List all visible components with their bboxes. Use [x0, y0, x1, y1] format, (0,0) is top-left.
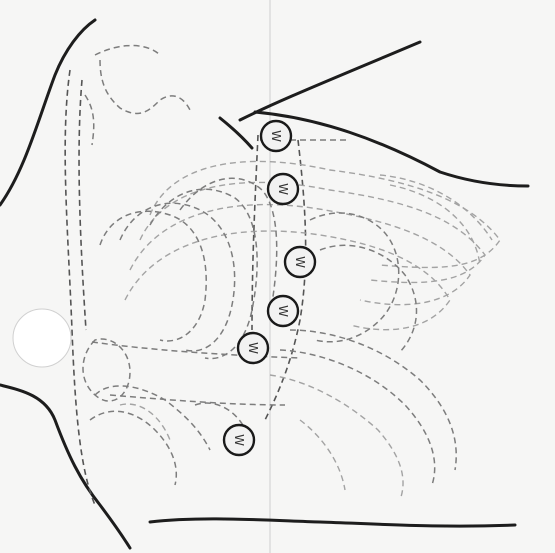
body-outline: [0, 20, 528, 548]
right-shoulder-upper-outline: [240, 42, 420, 120]
right-shoulder-lower-outline: [255, 112, 528, 186]
rib-left-2: [120, 203, 235, 351]
rib-right-1: [310, 213, 399, 342]
rib-left-4: [180, 178, 277, 315]
rib-left-3: [150, 189, 257, 358]
electrode-marker-5-label: W: [246, 342, 260, 354]
electrode-marker-1-label: W: [269, 130, 283, 142]
rib-outer-1: [380, 175, 492, 240]
left-torso-line-inner: [79, 80, 86, 330]
electrode-marker-6-label: W: [232, 434, 246, 446]
punch-hole: [13, 309, 71, 367]
electrode-marker-4-label: W: [276, 305, 290, 317]
rib-lower-left-3: [120, 404, 170, 440]
scapula-outline: [100, 60, 190, 113]
electrode-marker-2-label: W: [276, 183, 290, 195]
elbow-joint: [83, 339, 130, 401]
rib-lower-2: [280, 350, 435, 485]
electrode-marker-4: W: [268, 296, 298, 326]
rib-lower-3: [270, 375, 403, 500]
left-flank-outline: [0, 385, 130, 548]
shoulder-joint: [85, 95, 94, 145]
electrode-marker-1: W: [261, 121, 291, 151]
clavicle-left: [95, 46, 160, 55]
rib-outer-2: [390, 185, 480, 265]
left-torso-line-outer: [65, 70, 95, 505]
electrode-marker-6: W: [224, 425, 254, 455]
waist-outline: [150, 519, 515, 526]
rib-lower-4: [300, 420, 345, 490]
electrode-marker-3-label: W: [293, 256, 307, 268]
rib-left-1: [100, 211, 206, 341]
rib-cage: [83, 161, 500, 500]
left-nipple-line: [220, 118, 252, 148]
electrode-marker-3: W: [285, 247, 315, 277]
electrode-marker-2: W: [268, 174, 298, 204]
electrode-marker-5: W: [238, 333, 268, 363]
rib-lower-left-2: [90, 411, 176, 485]
